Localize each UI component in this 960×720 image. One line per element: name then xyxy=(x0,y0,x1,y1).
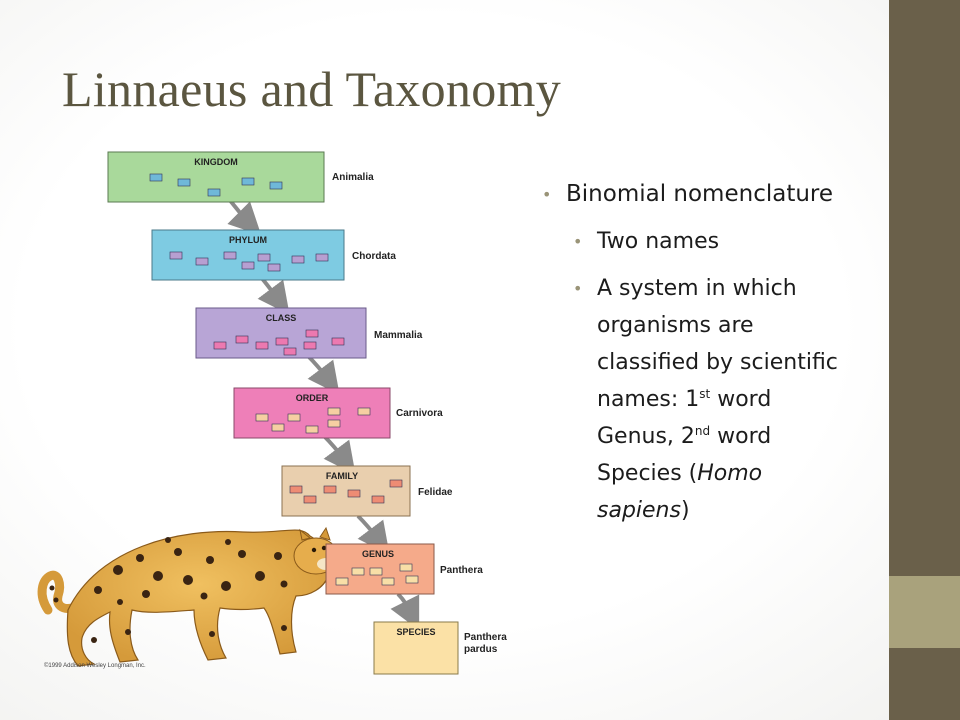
rank-phylum: PHYLUM Chordata xyxy=(151,229,396,281)
bullet-text-genus: word Genus, 2 xyxy=(597,387,772,449)
bullet-list: • Binomial nomenclature • Two names • A … xyxy=(542,176,842,539)
rank-order: ORDER Carnivora xyxy=(233,387,443,439)
rank-example: Chordata xyxy=(352,251,396,262)
rank-kingdom: KINGDOM Animalia xyxy=(107,151,374,203)
rank-example: Felidae xyxy=(418,487,453,498)
accent-band-bottom xyxy=(889,648,960,720)
copyright-text: ©1999 Addison Wesley Longman, Inc. xyxy=(44,662,146,669)
bullet-text: Two names xyxy=(597,229,720,254)
accent-band-middle xyxy=(889,576,960,648)
rank-genus: GENUS Panthera xyxy=(325,543,483,595)
rank-label: GENUS xyxy=(362,549,394,559)
rank-example: Animalia xyxy=(332,172,374,183)
species-example: Homo sapiens xyxy=(597,461,763,523)
accent-band-top xyxy=(889,0,960,576)
rank-label: PHYLUM xyxy=(229,235,267,245)
rank-box xyxy=(281,465,411,517)
leopard-illustration xyxy=(37,526,339,667)
superscript-second: nd xyxy=(694,424,711,438)
rank-label: CLASS xyxy=(266,313,297,323)
rank-example: Panthera xyxy=(440,565,483,576)
taxonomy-diagram: KINGDOM Animalia PHYLUM Chordata CLASS xyxy=(37,151,507,675)
bullet-text: Binomial nomenclature xyxy=(566,181,834,207)
bullet-dot-icon: • xyxy=(542,185,552,204)
rank-box xyxy=(151,229,345,281)
rank-box xyxy=(195,307,367,359)
rank-label: FAMILY xyxy=(326,471,358,481)
bullet-text-close: ) xyxy=(680,498,690,523)
rank-example: Panthera xyxy=(464,632,507,643)
rank-species: SPECIES Panthera pardus xyxy=(373,621,507,675)
superscript-first: st xyxy=(699,387,711,401)
bullet-system-description: • A system in which organisms are classi… xyxy=(542,270,842,529)
rank-label: KINGDOM xyxy=(194,157,238,167)
rank-label: ORDER xyxy=(296,393,329,403)
rank-example-line2: pardus xyxy=(464,644,498,655)
bullet-binomial-nomenclature: • Binomial nomenclature xyxy=(542,176,842,213)
bullet-dot-icon: • xyxy=(573,232,583,251)
rank-family: FAMILY Felidae xyxy=(281,465,453,517)
rank-box xyxy=(373,621,459,675)
bullet-two-names: • Two names xyxy=(542,223,842,260)
slide-title: Linnaeus and Taxonomy xyxy=(62,61,561,117)
bullet-text-species: word Species ( xyxy=(597,424,772,486)
rank-example: Carnivora xyxy=(396,408,443,419)
bullet-dot-icon: • xyxy=(573,279,583,298)
rank-example: Mammalia xyxy=(374,330,423,341)
bullet-text-prefix: A system in which organisms are classifi… xyxy=(597,276,838,412)
rank-label: SPECIES xyxy=(396,627,435,637)
rank-class: CLASS Mammalia xyxy=(195,307,423,359)
